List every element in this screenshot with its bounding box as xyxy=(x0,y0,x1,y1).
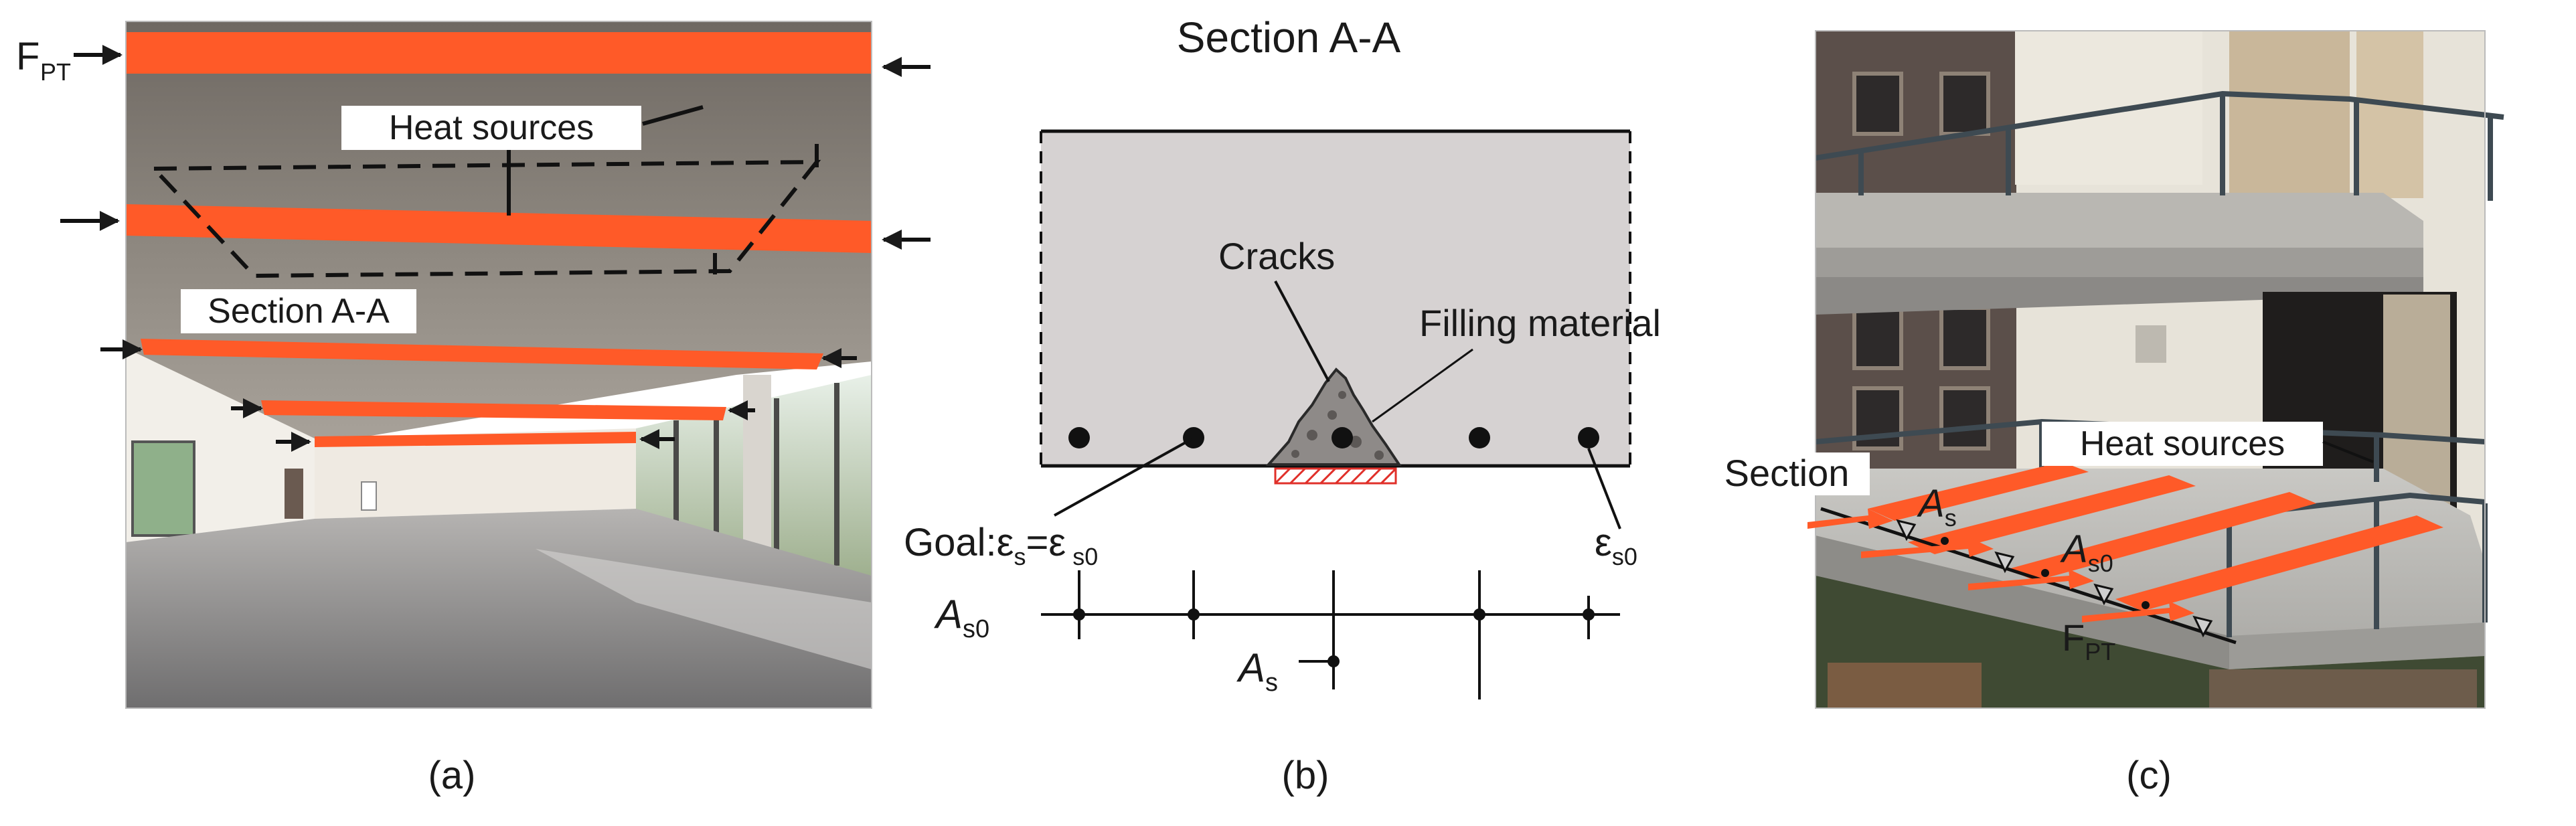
cracks-leader xyxy=(1274,280,1330,382)
section-label-a: Section A-A xyxy=(208,292,390,331)
section-dots-c xyxy=(1941,537,2150,609)
as0-label-c: As0 xyxy=(2060,527,2113,577)
eps-s0-label: εs0 xyxy=(1595,521,1637,570)
goal-label: Goal:εs=ε s0 xyxy=(904,521,1098,570)
as0-label-b: As0 xyxy=(934,592,989,643)
panel-a-label: (a) xyxy=(428,754,476,797)
filling-leader xyxy=(1372,348,1473,423)
as-label-c: As xyxy=(1917,482,1957,531)
heat-sources-label-c: Heat sources xyxy=(2080,424,2285,463)
heat-sources-leader-c xyxy=(2322,440,2374,463)
section-label-c: Section xyxy=(1724,452,1850,494)
prestress-force-arrows xyxy=(60,45,931,452)
as-label-b: As xyxy=(1236,645,1278,697)
section-label-box-a xyxy=(181,289,416,333)
goal-leader xyxy=(1054,438,1192,517)
section-line-c xyxy=(1820,507,2237,645)
section-label-box-c xyxy=(1704,452,1870,495)
heat-sources-label-a: Heat sources xyxy=(389,108,594,147)
section-triangles-c xyxy=(1896,519,2213,638)
filling-hatch xyxy=(1274,467,1397,485)
panel-a-photo xyxy=(125,21,872,709)
panel-c-label: (c) xyxy=(2126,754,2172,797)
section-title-b: Section A-A xyxy=(1177,13,1401,62)
heat-sources-label-box-a xyxy=(341,106,641,150)
heat-zone-outline xyxy=(152,159,821,278)
panel-c-photo xyxy=(1815,30,2504,709)
force-symbol-a: F xyxy=(16,35,39,78)
rebars xyxy=(1068,427,1599,448)
filling-material-label: Filling material xyxy=(1419,302,1661,344)
heat-sources-label-box-c xyxy=(2042,422,2323,466)
panel-b-label: (b) xyxy=(1282,754,1330,797)
force-subscript-a: PT xyxy=(40,58,71,86)
area-ticks xyxy=(1078,570,1590,699)
cracks-label: Cracks xyxy=(1218,235,1335,277)
force-label-c: FPT xyxy=(2062,616,2115,665)
eps-leader xyxy=(1587,448,1621,529)
prestress-arrows-c xyxy=(1807,509,2194,623)
area-points xyxy=(1073,608,1595,667)
